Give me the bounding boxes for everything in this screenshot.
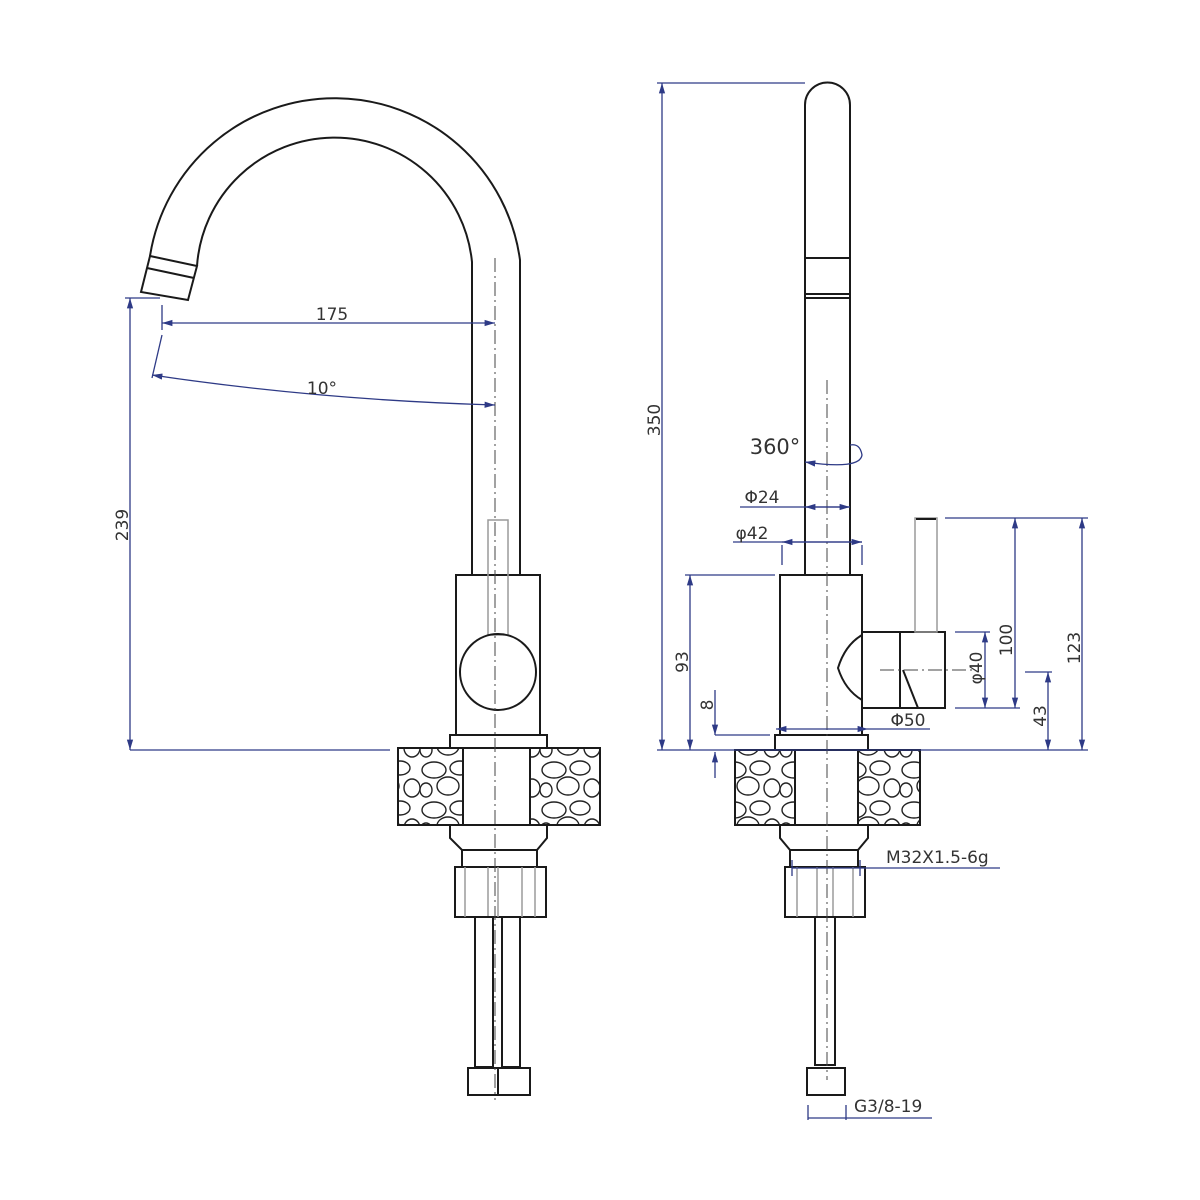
dimension-175: 175 [161, 305, 495, 330]
label-350: 350 [645, 404, 665, 436]
spout-tube [804, 81, 851, 575]
dimension-239: 239 [113, 297, 390, 751]
body [779, 574, 863, 736]
mounting-nut [784, 866, 866, 918]
handle-knob [459, 633, 537, 711]
label-10-degrees: 10° [307, 379, 337, 399]
label-8: 8 [698, 700, 718, 711]
base-ring [449, 734, 548, 749]
dimension-phi24: Φ24 [740, 488, 850, 511]
thread-callout: M32X1.5-6g [791, 848, 1000, 876]
dimension-8: 8 [698, 690, 770, 778]
supply-hose [806, 916, 846, 1096]
label-175: 175 [316, 305, 348, 325]
label-123: 123 [1065, 632, 1085, 664]
label-43: 43 [1031, 705, 1051, 727]
dimension-10deg: 10° [151, 334, 496, 408]
dimension-93: 93 [673, 574, 775, 750]
dimension-350: 350 [645, 82, 1088, 751]
base-ring [774, 734, 869, 751]
label-100: 100 [997, 624, 1017, 656]
label-hose-spec: G3/8-19 [854, 1097, 922, 1117]
mounting-nuts [454, 866, 547, 918]
hose-callout: G3/8-19 [807, 1097, 932, 1120]
label-thread-spec: M32X1.5-6g [886, 848, 989, 868]
label-phi40: φ40 [967, 652, 987, 685]
aerator [139, 254, 199, 302]
label-phi50: Φ50 [890, 711, 925, 731]
handle-housing [836, 631, 901, 709]
lever [914, 517, 938, 633]
dimension-phi40: φ40 [955, 631, 1020, 709]
dimension-phi42: φ42 [733, 524, 863, 565]
dimension-phi50: Φ50 [776, 711, 930, 733]
spout-outer [149, 97, 521, 575]
dimension-100: 100 [945, 517, 1088, 708]
dimension-123: 123 [1065, 518, 1086, 750]
supply-hoses [467, 916, 531, 1096]
label-239: 239 [113, 509, 133, 541]
side-view: 350 360° Φ24 φ42 93 8 Φ50 φ40 100 43 123… [645, 81, 1088, 1120]
label-93: 93 [673, 651, 693, 673]
label-phi42: φ42 [736, 524, 769, 544]
spout-inner [196, 136, 473, 575]
label-phi24: Φ24 [744, 488, 779, 508]
front-view: 239 175 10° [113, 97, 601, 1100]
dimension-360: 360° [750, 435, 863, 467]
lever [487, 519, 509, 636]
dimension-43: 43 [1025, 671, 1052, 750]
aerator-band [804, 257, 851, 299]
label-360-degrees: 360° [750, 435, 801, 459]
